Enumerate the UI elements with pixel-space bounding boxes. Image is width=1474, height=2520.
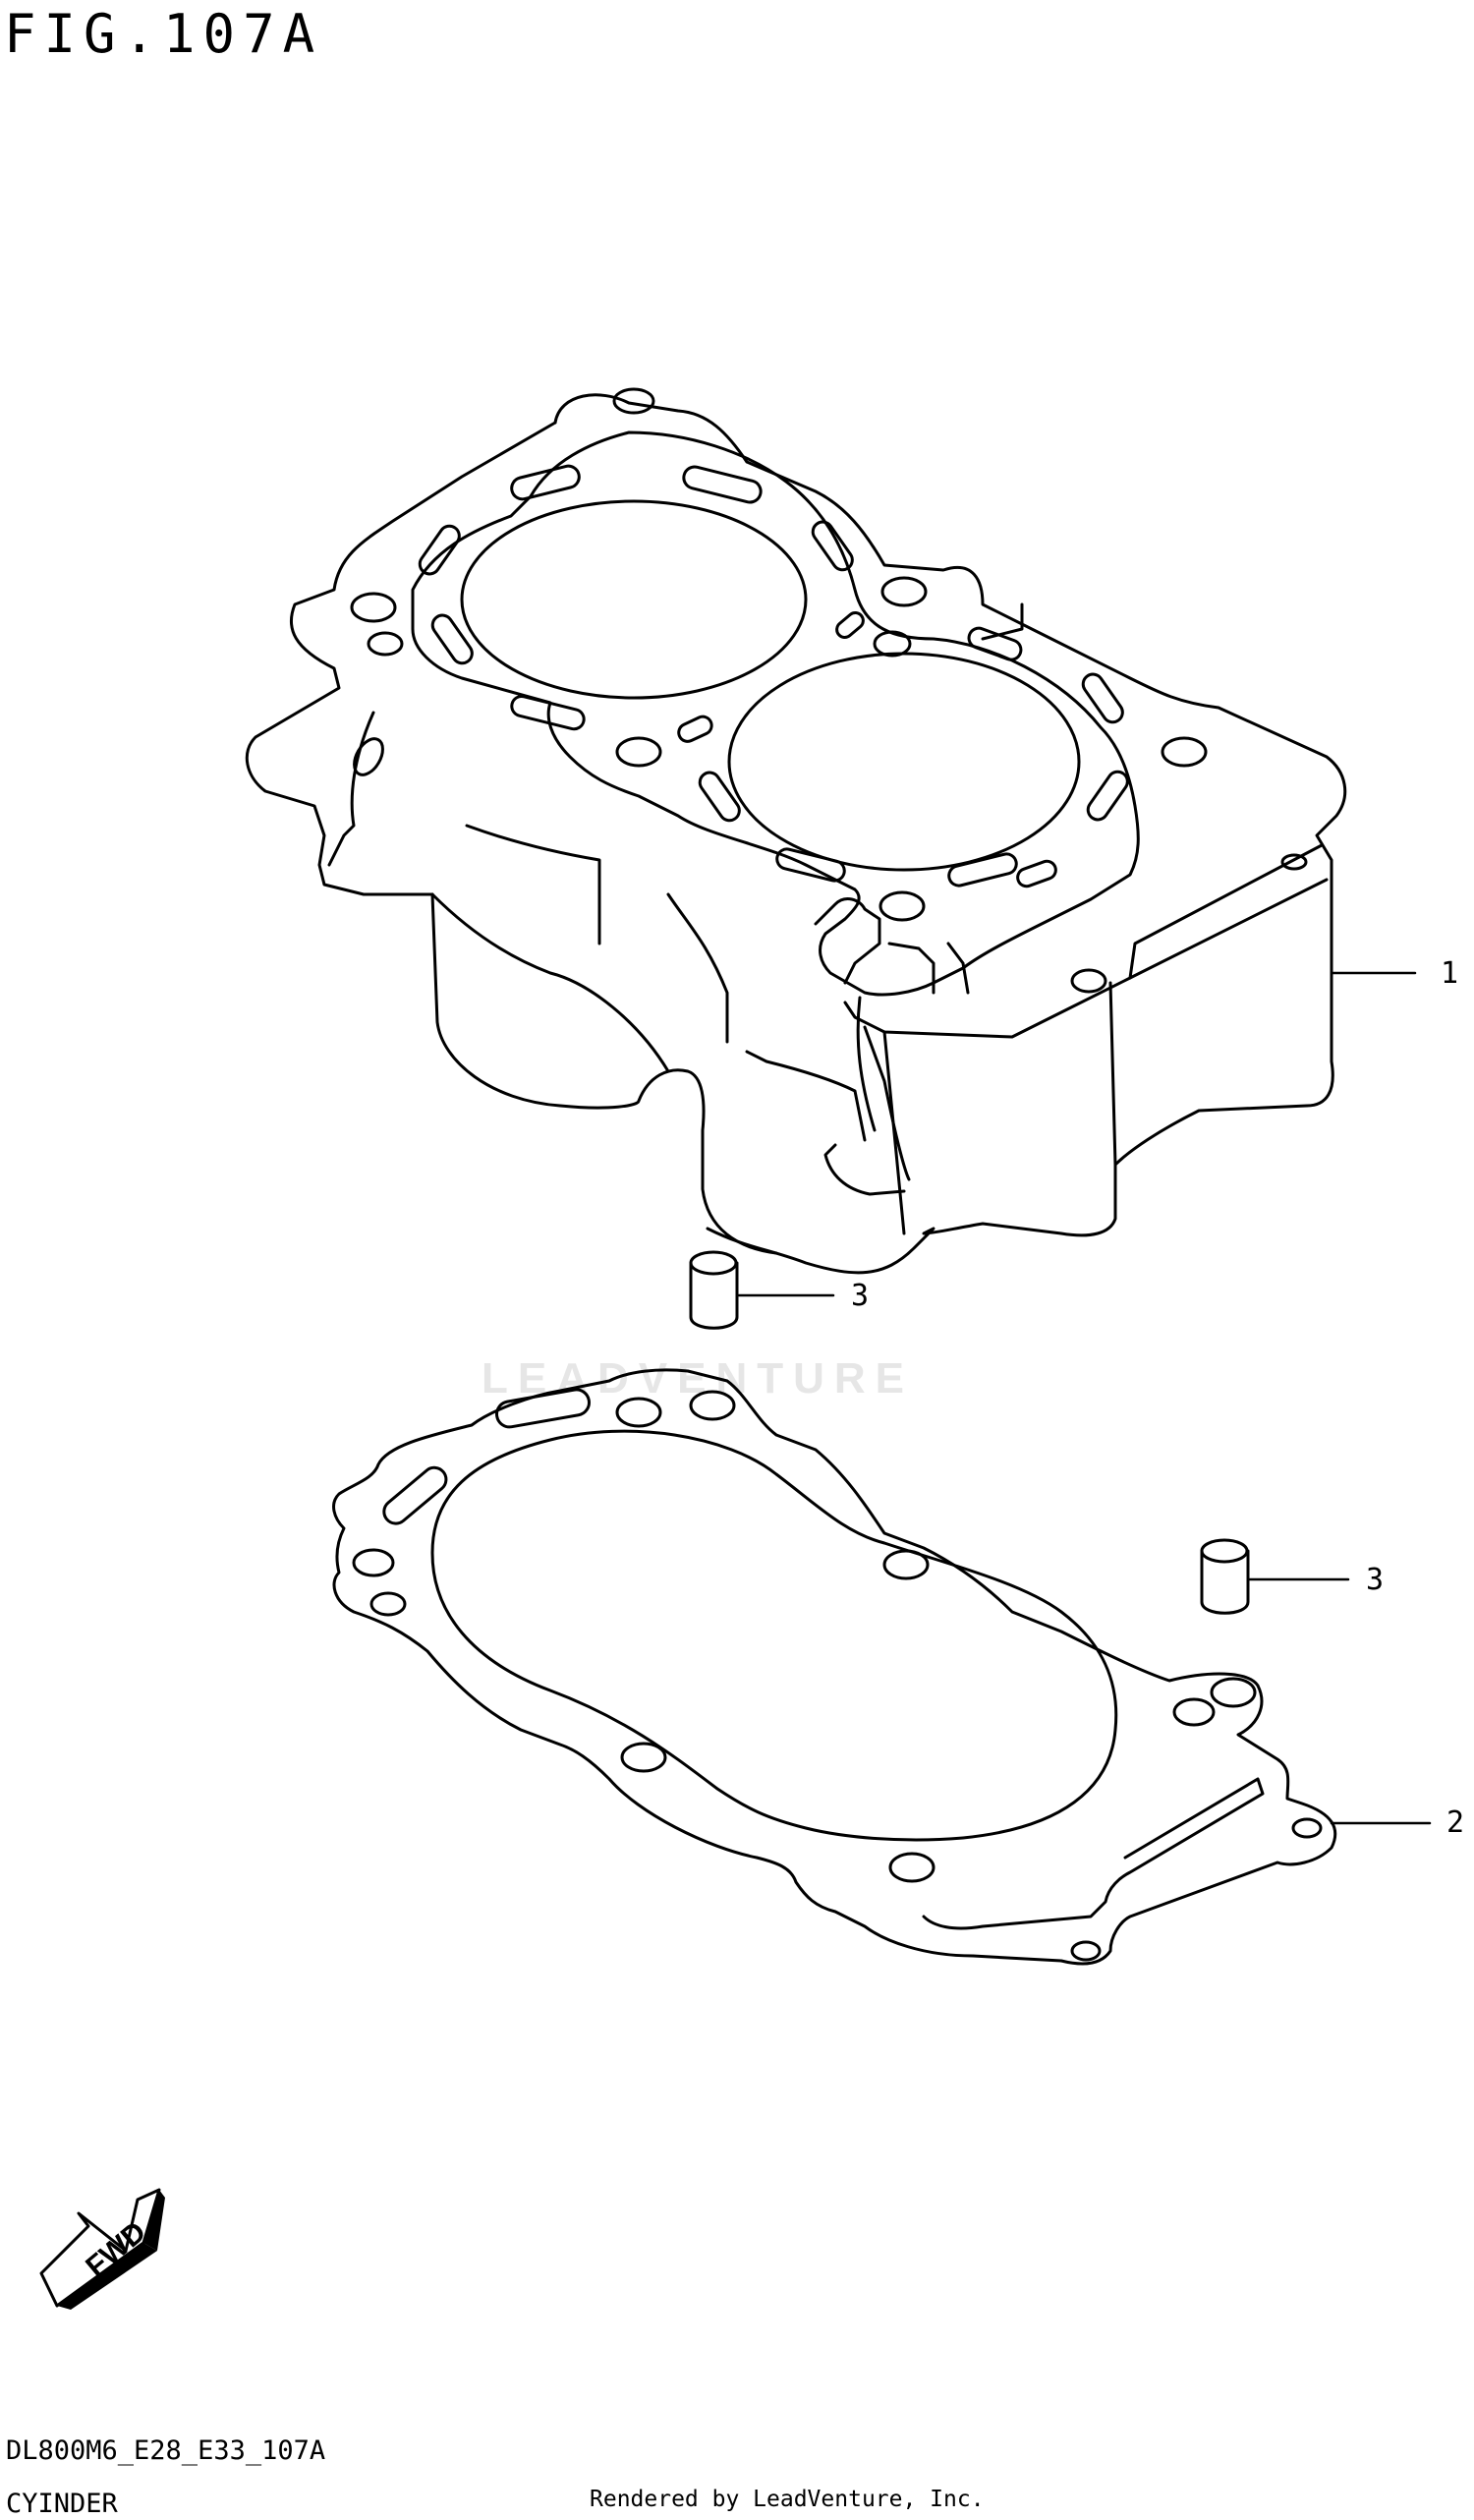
cylinder-gasket[interactable] bbox=[332, 1368, 1337, 1966]
dowel-pin-lower[interactable] bbox=[1200, 1538, 1250, 1615]
callout-label-3a: 3 bbox=[851, 1279, 870, 1313]
footer-diagram-name: CYINDER bbox=[6, 2489, 118, 2519]
footer-credit: Rendered by LeadVenture, Inc. bbox=[590, 2487, 985, 2512]
callout-label-2: 2 bbox=[1446, 1805, 1465, 1840]
fwd-arrow-icon bbox=[39, 2188, 165, 2310]
callout-label-1: 1 bbox=[1441, 956, 1459, 991]
cylinder-block[interactable] bbox=[245, 387, 1347, 1275]
footer-diagram-code: DL800M6_E28_E33_107A bbox=[6, 2435, 326, 2466]
dowel-pin-upper[interactable] bbox=[689, 1250, 739, 1330]
callout-label-3b: 3 bbox=[1366, 1563, 1385, 1597]
figure-title: FIG.107A bbox=[4, 3, 323, 65]
